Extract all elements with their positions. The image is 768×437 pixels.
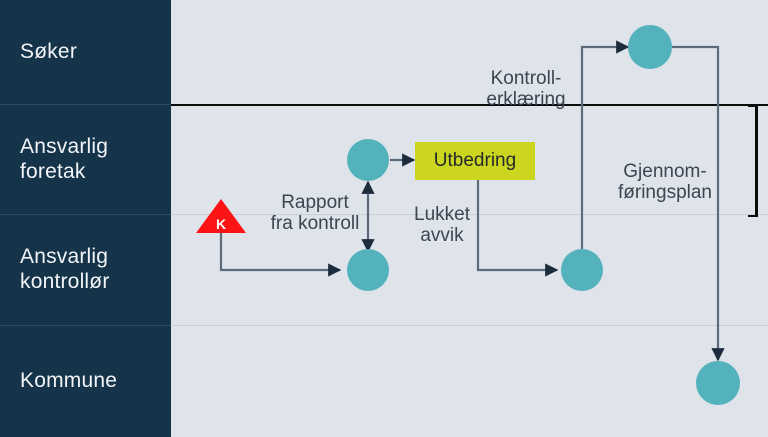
edge-label-rapport-fra-kontroll: Rapport fra kontroll (270, 192, 360, 235)
node-foretak-circle[interactable] (347, 139, 389, 181)
node-avvik-lukket-circle[interactable] (561, 249, 603, 291)
edge-gjennomforingsplan (672, 45, 725, 362)
edge-label-gjennomforingsplan: Gjennom- føringsplan (618, 161, 712, 204)
lane-column-separator-3 (0, 325, 171, 326)
swimlane-label-soker[interactable]: Søker (20, 39, 78, 63)
edge-label-lukket-avvik: Lukket avvik (414, 204, 470, 247)
kontroll-triangle-label: K (215, 216, 227, 232)
right-edge-bracket-top (748, 105, 758, 107)
lane-separator-kontrollor-kommune (171, 325, 768, 326)
edge-kontrollerklaering (580, 40, 630, 249)
node-kontrollor-circle[interactable] (347, 249, 389, 291)
lane-separator-soker-foretak (171, 104, 768, 106)
lane-column-separator-1 (0, 104, 171, 105)
edge-label-kontrollerklaering: Kontroll- erklæring (486, 68, 566, 111)
node-soker-circle[interactable] (628, 25, 672, 69)
lane-separator-foretak-kontrollor (171, 214, 768, 215)
lane-column-separator-2 (0, 214, 171, 215)
swimlane-label-column: Søker Ansvarlig foretak Ansvarlig kontro… (0, 0, 171, 437)
edge-kontroll-to-kontrollor (219, 233, 342, 277)
node-utbedring-task[interactable]: Utbedring (415, 142, 535, 180)
edge-lukket-avvik (476, 180, 559, 277)
swimlane-label-ansvarlig-kontrollor[interactable]: Ansvarlig kontrollør (20, 245, 110, 293)
right-edge-bracket-bottom (748, 215, 758, 217)
right-edge-bracket (755, 105, 758, 217)
swimlane-label-kommune[interactable]: Kommune (20, 369, 118, 393)
kontroll-triangle-icon (196, 199, 246, 233)
swimlane-label-ansvarlig-foretak[interactable]: Ansvarlig foretak (20, 134, 109, 183)
node-kommune-circle[interactable] (696, 361, 740, 405)
